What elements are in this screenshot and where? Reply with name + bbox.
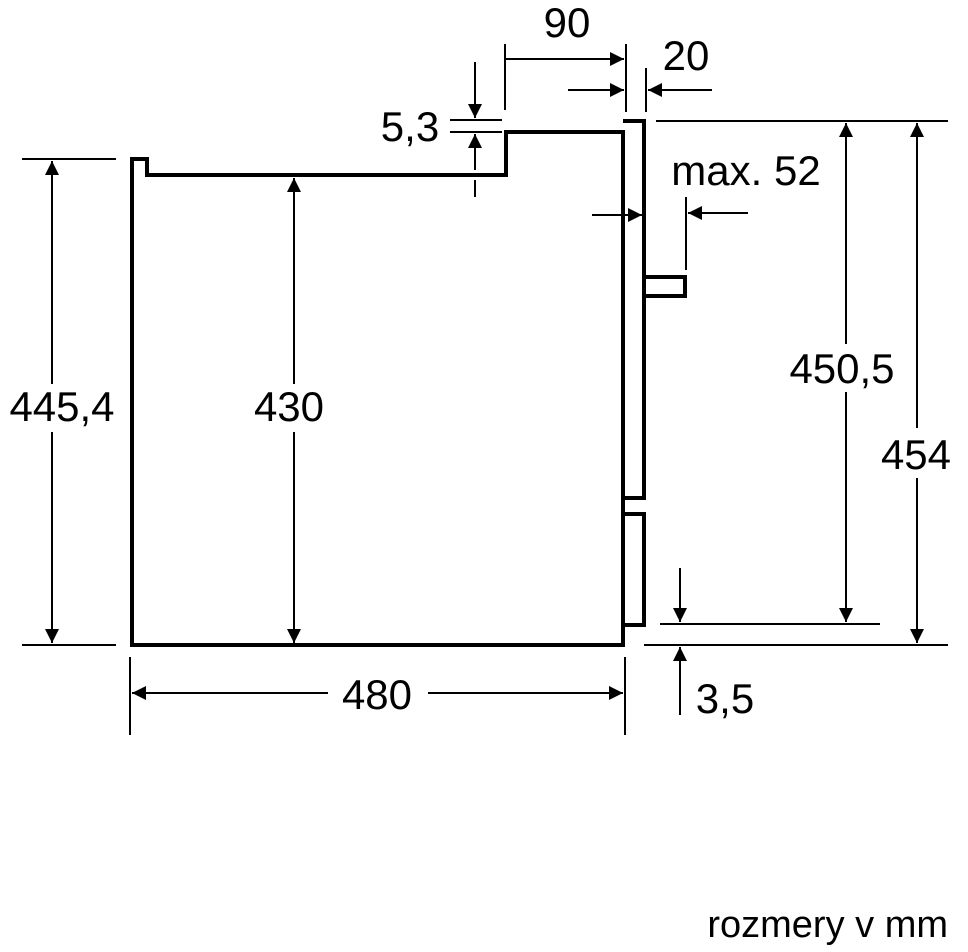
dim-label-top-width: 90 bbox=[544, 0, 591, 46]
dim-label-side-offset: 20 bbox=[663, 32, 710, 79]
dimension-arrows bbox=[45, 52, 924, 715]
oven-body-outline bbox=[130, 119, 687, 647]
dim-label-top-step: 5,3 bbox=[381, 103, 439, 150]
dim-label-bottom-gap: 3,5 bbox=[696, 675, 754, 722]
dim-label-max-handle: max. 52 bbox=[671, 147, 820, 194]
dim-label-width: 480 bbox=[342, 671, 412, 718]
dim-label-door-height: 450,5 bbox=[789, 345, 894, 392]
dim-label-total-height: 454 bbox=[881, 431, 951, 478]
extension-lines bbox=[22, 44, 948, 735]
dim-label-inner-height: 430 bbox=[254, 383, 324, 430]
dim-label-left-height: 445,4 bbox=[9, 383, 114, 430]
units-note: rozmery v mm bbox=[707, 904, 948, 946]
